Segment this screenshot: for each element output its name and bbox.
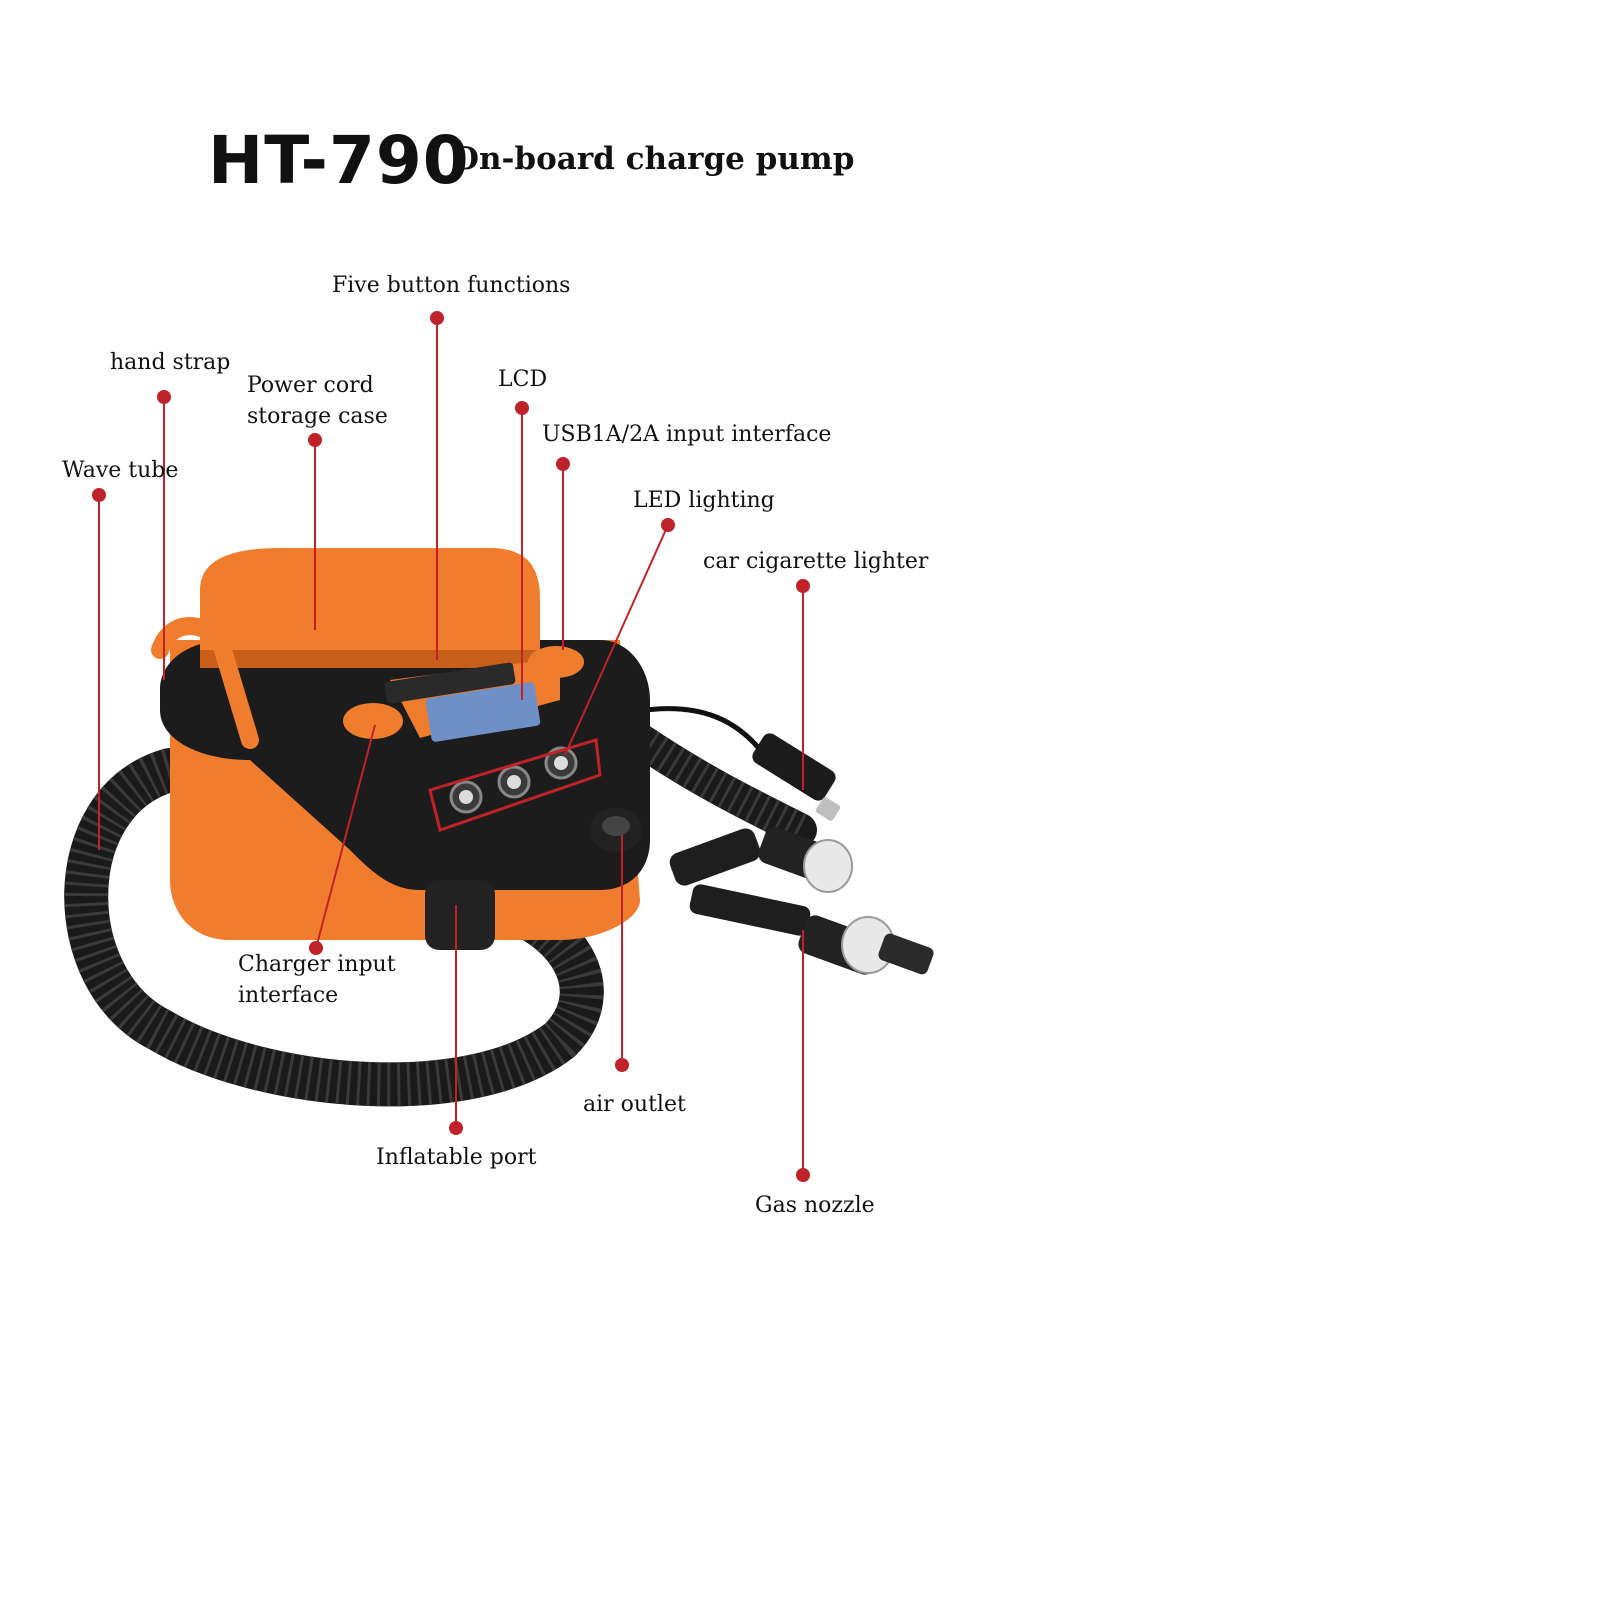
product-model-title: HT-790 xyxy=(208,122,470,199)
pump-body xyxy=(151,548,650,950)
callout-air-outlet: air outlet xyxy=(583,1092,686,1117)
callout-charger-input-line2: interface xyxy=(238,983,339,1008)
callout-inflatable-port: Inflatable port xyxy=(376,1145,537,1170)
callout-power-cord-line1: Power cord xyxy=(247,373,374,398)
callout-charger-input-line1: Charger input xyxy=(238,952,396,977)
gas-nozzle-adapters xyxy=(669,826,934,975)
callout-lcd: LCD xyxy=(498,367,548,392)
nozzle-hose xyxy=(623,723,817,847)
callout-led-lighting: LED lighting xyxy=(633,488,775,513)
cigarette-lighter-plug xyxy=(752,733,841,821)
callout-hand-strap: hand strap xyxy=(110,350,231,375)
callout-usb-input-interface: USB1A/2A input interface xyxy=(542,422,832,447)
callout-car-cigarette-lighter: car cigarette lighter xyxy=(703,549,929,574)
product-subtitle: On-board charge pump xyxy=(452,141,855,177)
wave-tube-hose xyxy=(64,748,604,1107)
callout-power-cord-line2: storage case xyxy=(247,404,388,429)
callout-five-button-functions: Five button functions xyxy=(332,273,571,298)
leader-lines xyxy=(92,311,810,1182)
callout-gas-nozzle: Gas nozzle xyxy=(755,1193,875,1218)
callout-wave-tube: Wave tube xyxy=(62,458,179,483)
